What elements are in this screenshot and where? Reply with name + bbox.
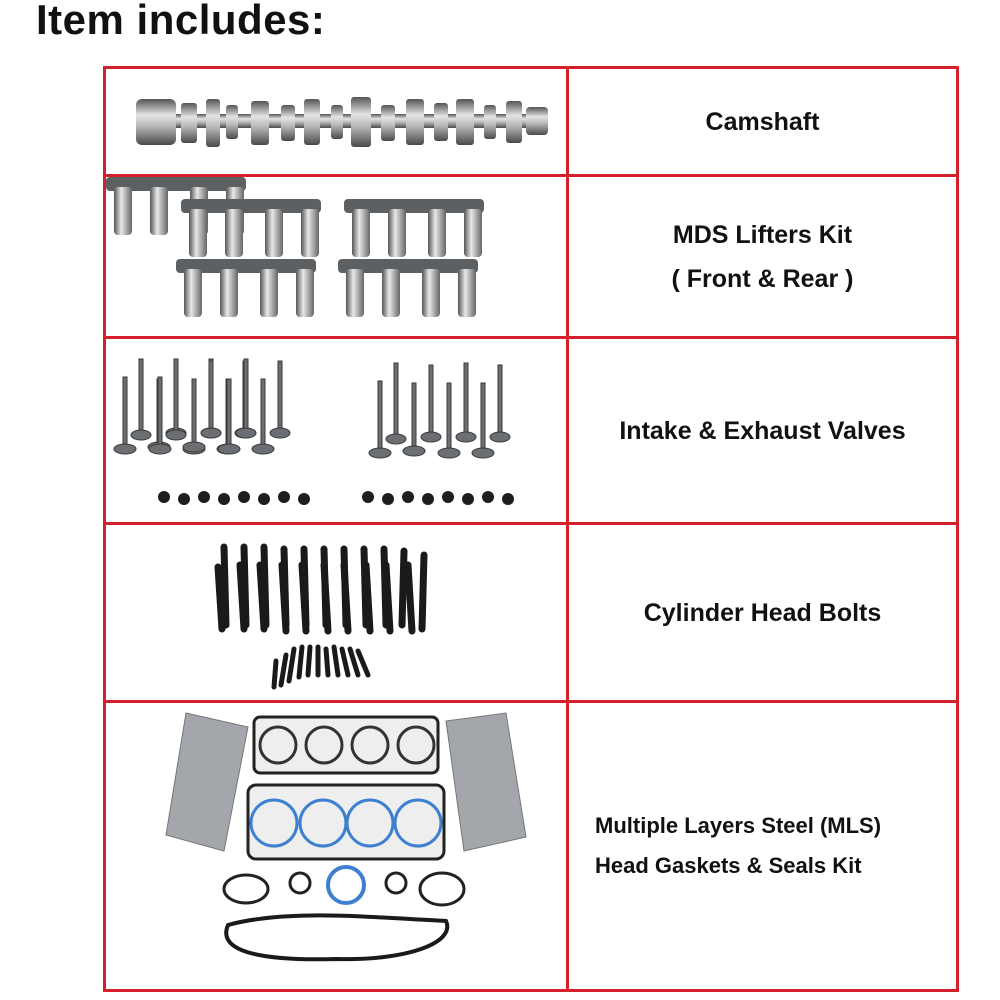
head-bolts-image: [106, 525, 569, 700]
table-row: Intake & Exhaust Valves: [106, 339, 956, 525]
table-row: Camshaft: [106, 69, 956, 177]
item-line: Intake & Exhaust Valves: [619, 416, 906, 445]
item-label: Cylinder Head Bolts: [569, 525, 956, 700]
item-label: Multiple Layers Steel (MLS) Head Gaskets…: [569, 703, 956, 989]
item-label: Intake & Exhaust Valves: [569, 339, 956, 522]
item-line: Camshaft: [705, 107, 820, 136]
item-line: Multiple Layers Steel (MLS): [595, 813, 882, 838]
item-line: Head Gaskets & Seals Kit: [595, 853, 862, 878]
gasket-kit-image: [106, 703, 569, 989]
item-line: Cylinder Head Bolts: [643, 598, 882, 627]
lifters-image: [106, 177, 569, 336]
page-title: Item includes:: [36, 0, 326, 43]
item-table: Camshaft: [103, 66, 959, 992]
item-label: MDS Lifters Kit ( Front & Rear ): [569, 177, 956, 336]
item-label: Camshaft: [569, 69, 956, 174]
table-row: MDS Lifters Kit ( Front & Rear ): [106, 177, 956, 339]
table-row: Cylinder Head Bolts: [106, 525, 956, 703]
table-row: Multiple Layers Steel (MLS) Head Gaskets…: [106, 703, 956, 989]
camshaft-image: [106, 69, 569, 174]
item-line: ( Front & Rear ): [671, 264, 854, 293]
valves-image: [106, 339, 569, 522]
item-line: MDS Lifters Kit: [672, 220, 853, 249]
